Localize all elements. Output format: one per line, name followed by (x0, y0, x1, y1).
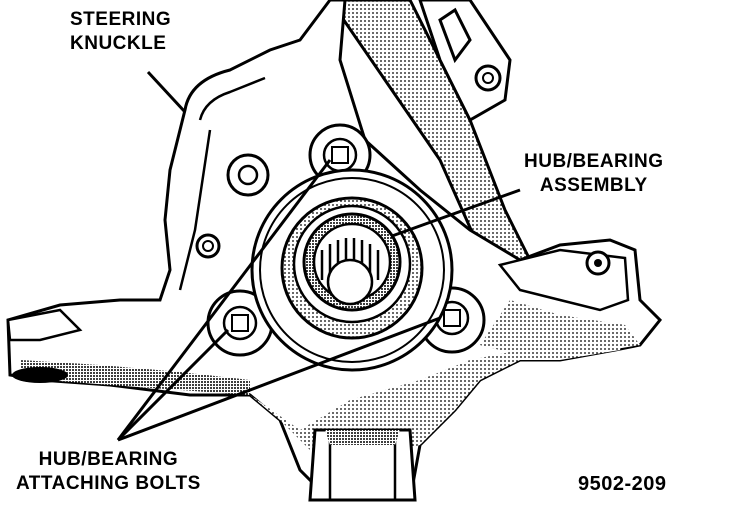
steering-knuckle-label-line1: STEERING (70, 9, 172, 30)
attaching-bolts-label-line2: ATTACHING BOLTS (16, 473, 201, 494)
attaching-bolts-label: HUB/BEARING ATTACHING BOLTS (16, 448, 201, 496)
leader-lines (116, 70, 521, 442)
steering-knuckle-label-line2: KNUCKLE (70, 33, 167, 54)
lower-left-bolt (206, 289, 274, 357)
attaching-bolts-label-line1: HUB/BEARING (38, 449, 179, 470)
figure-number: 9502-209 (578, 473, 667, 495)
hub-bearing-assembly-label-line1: HUB/BEARING (524, 151, 664, 172)
hub-bearing-assembly-label: HUB/BEARING ASSEMBLY (524, 150, 664, 198)
hub-bearing-assembly (250, 168, 454, 372)
steering-knuckle-label: STEERING KNUCKLE (70, 8, 171, 56)
hub-bearing-assembly-label-line2: ASSEMBLY (539, 175, 648, 196)
upper-arm (328, 0, 548, 302)
